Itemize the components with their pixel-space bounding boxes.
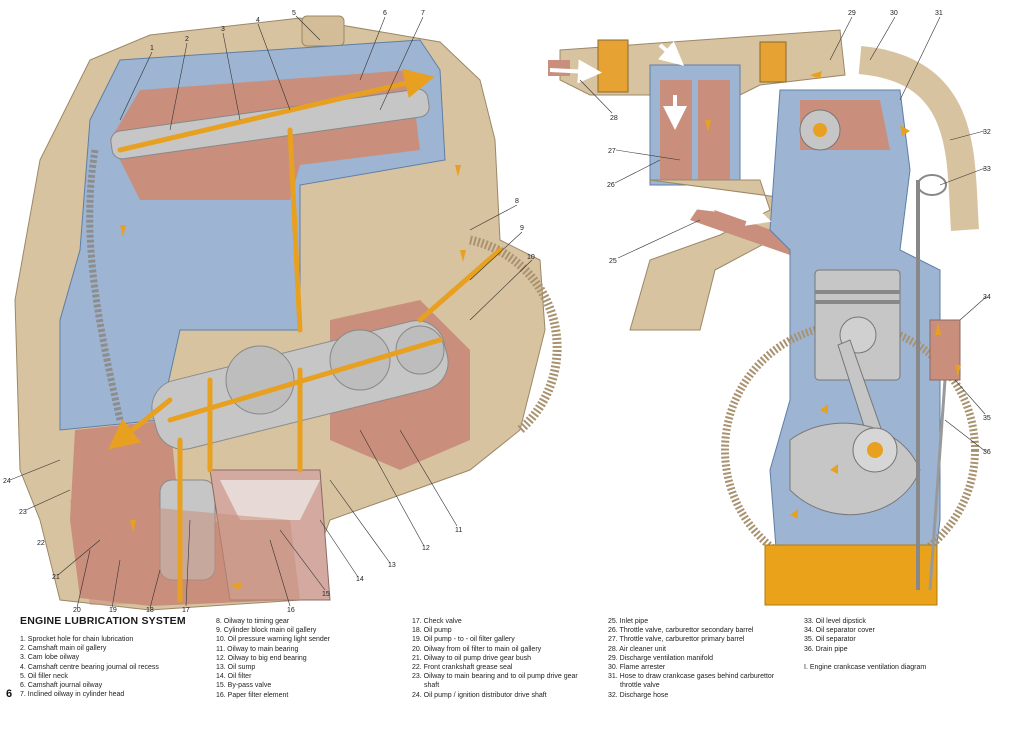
callout-numbers: 1 2 3 4 5 6 7 8 9 10 11 12 13 14 15 16 1…: [3, 10, 991, 614]
callout-16: 16: [287, 607, 295, 614]
legend-item: 1. Sprocket hole for chain lubrication: [20, 636, 134, 643]
callout-29: 29: [848, 10, 856, 17]
callout-leaders: [9, 15, 987, 609]
callout-24: 24: [3, 478, 11, 485]
callout-5: 5: [292, 10, 296, 17]
callout-4: 4: [256, 17, 260, 24]
legend-item: [804, 654, 926, 663]
diagram-title: ENGINE LUBRICATION SYSTEM: [20, 615, 186, 627]
callout-7: 7: [421, 10, 425, 17]
legend-item: 35. Oil separator: [804, 636, 856, 644]
callout-27: 27: [608, 148, 616, 155]
legend-column-3: 17. Check valve 18. Oil pump 19. Oil pum…: [412, 617, 578, 700]
legend-item: shaft: [424, 682, 440, 690]
callout-9: 9: [520, 225, 524, 232]
callout-35: 35: [983, 415, 991, 422]
legend-item: 17. Check valve: [412, 618, 462, 625]
callout-31: 31: [935, 10, 943, 17]
callout-14: 14: [356, 576, 364, 583]
callout-21: 21: [52, 574, 60, 581]
legend-item: 18. Oil pump: [412, 627, 452, 635]
right-ventilation-diagram: [548, 29, 979, 606]
callout-22: 22: [37, 540, 45, 547]
callout-34: 34: [983, 294, 991, 301]
legend-item: 16. Paper filter element: [216, 691, 289, 699]
left-engine-cutaway: [14, 15, 562, 611]
legend-item: 31. Hose to draw crankcase gases behind …: [608, 673, 775, 681]
callout-30: 30: [890, 10, 898, 17]
legend-item: 27. Throttle valve, carburettor primary …: [608, 636, 745, 644]
legend-item: 25. Inlet pipe: [608, 618, 649, 625]
legend-item: 32. Discharge hose: [608, 691, 669, 699]
callout-6: 6: [383, 10, 387, 17]
legend-item: 26. Throttle valve, carburettor secondar…: [608, 627, 754, 635]
legend-item: 30. Flame arrester: [608, 664, 666, 672]
legend-item: 2. Camshaft main oil gallery: [20, 645, 107, 653]
legend-item: 28. Air cleaner unit: [608, 645, 666, 653]
callout-33: 33: [983, 166, 991, 173]
page-number: 6: [6, 688, 13, 700]
legend-column-1: 1. Sprocket hole for chain lubrication 2…: [20, 635, 159, 699]
callout-2: 2: [185, 36, 189, 43]
callout-25: 25: [609, 258, 617, 265]
legend-item: 14. Oil filter: [216, 673, 252, 681]
legend-item: 29. Discharge ventilation manifold: [608, 654, 714, 662]
callout-10: 10: [527, 254, 535, 261]
legend-item: 3. Cam lobe oilway: [20, 654, 80, 662]
legend-item: 36. Drain pipe: [804, 645, 848, 653]
legend-item: 6. Camshaft journal oilway: [20, 682, 103, 690]
legend-item: 10. Oil pressure warning light sender: [216, 636, 331, 644]
legend-item: 24. Oil pump / ignition distributor driv…: [412, 691, 547, 699]
callout-32: 32: [983, 129, 991, 136]
callout-13: 13: [388, 562, 396, 569]
callout-20: 20: [73, 607, 81, 614]
legend-item: 7. Inclined oilway in cylinder head: [20, 691, 125, 699]
legend-item: 5. Oil filler neck: [20, 672, 68, 680]
legend-item: 33. Oil level dipstick: [804, 618, 866, 625]
legend-item: 9. Cylinder block main oil gallery: [216, 627, 317, 635]
callout-8: 8: [515, 198, 519, 205]
legend-item: 4. Camshaft centre bearing journal oil r…: [20, 663, 159, 671]
legend-column-4: 25. Inlet pipe 26. Throttle valve, carbu…: [608, 617, 774, 700]
legend-column-2: 8. Oilway to timing gear 9. Cylinder blo…: [216, 617, 330, 700]
callout-19: 19: [109, 607, 117, 614]
callout-26: 26: [607, 182, 615, 189]
legend-item: 21. Oilway to oil pump drive gear bush: [412, 654, 532, 662]
callout-15: 15: [322, 591, 330, 598]
legend-item: 34. Oil separator cover: [804, 627, 875, 635]
legend-item: 8. Oilway to timing gear: [216, 618, 290, 625]
callout-23: 23: [19, 509, 27, 516]
legend-item: 22. Front crankshaft grease seal: [412, 664, 513, 672]
callout-11: 11: [455, 527, 462, 534]
callout-28: 28: [610, 115, 618, 122]
callout-1: 1: [150, 45, 154, 52]
callout-36: 36: [983, 449, 991, 456]
callout-12: 12: [422, 545, 430, 552]
legend-item: 20. Oilway from oil filter to main oil g…: [412, 645, 542, 653]
legend-item: throttle valve: [620, 682, 660, 690]
legend-item: 23. Oilway to main bearing and to oil pu…: [412, 673, 578, 681]
legend-item: 11. Oilway to main bearing: [216, 645, 299, 653]
legend-item: 15. By-pass valve: [216, 682, 272, 690]
legend-item: 19. Oil pump - to - oil filter gallery: [412, 636, 515, 644]
callout-18: 18: [146, 607, 154, 614]
legend-item: 12. Oilway to big end bearing: [216, 654, 307, 662]
callout-3: 3: [221, 26, 225, 33]
legend-item: 13. Oil sump: [216, 664, 256, 672]
legend-column-5: 33. Oil level dipstick 34. Oil separator…: [804, 617, 926, 672]
callout-17: 17: [182, 607, 190, 614]
legend-item: I. Engine crankcase ventilation diagram: [804, 663, 927, 671]
